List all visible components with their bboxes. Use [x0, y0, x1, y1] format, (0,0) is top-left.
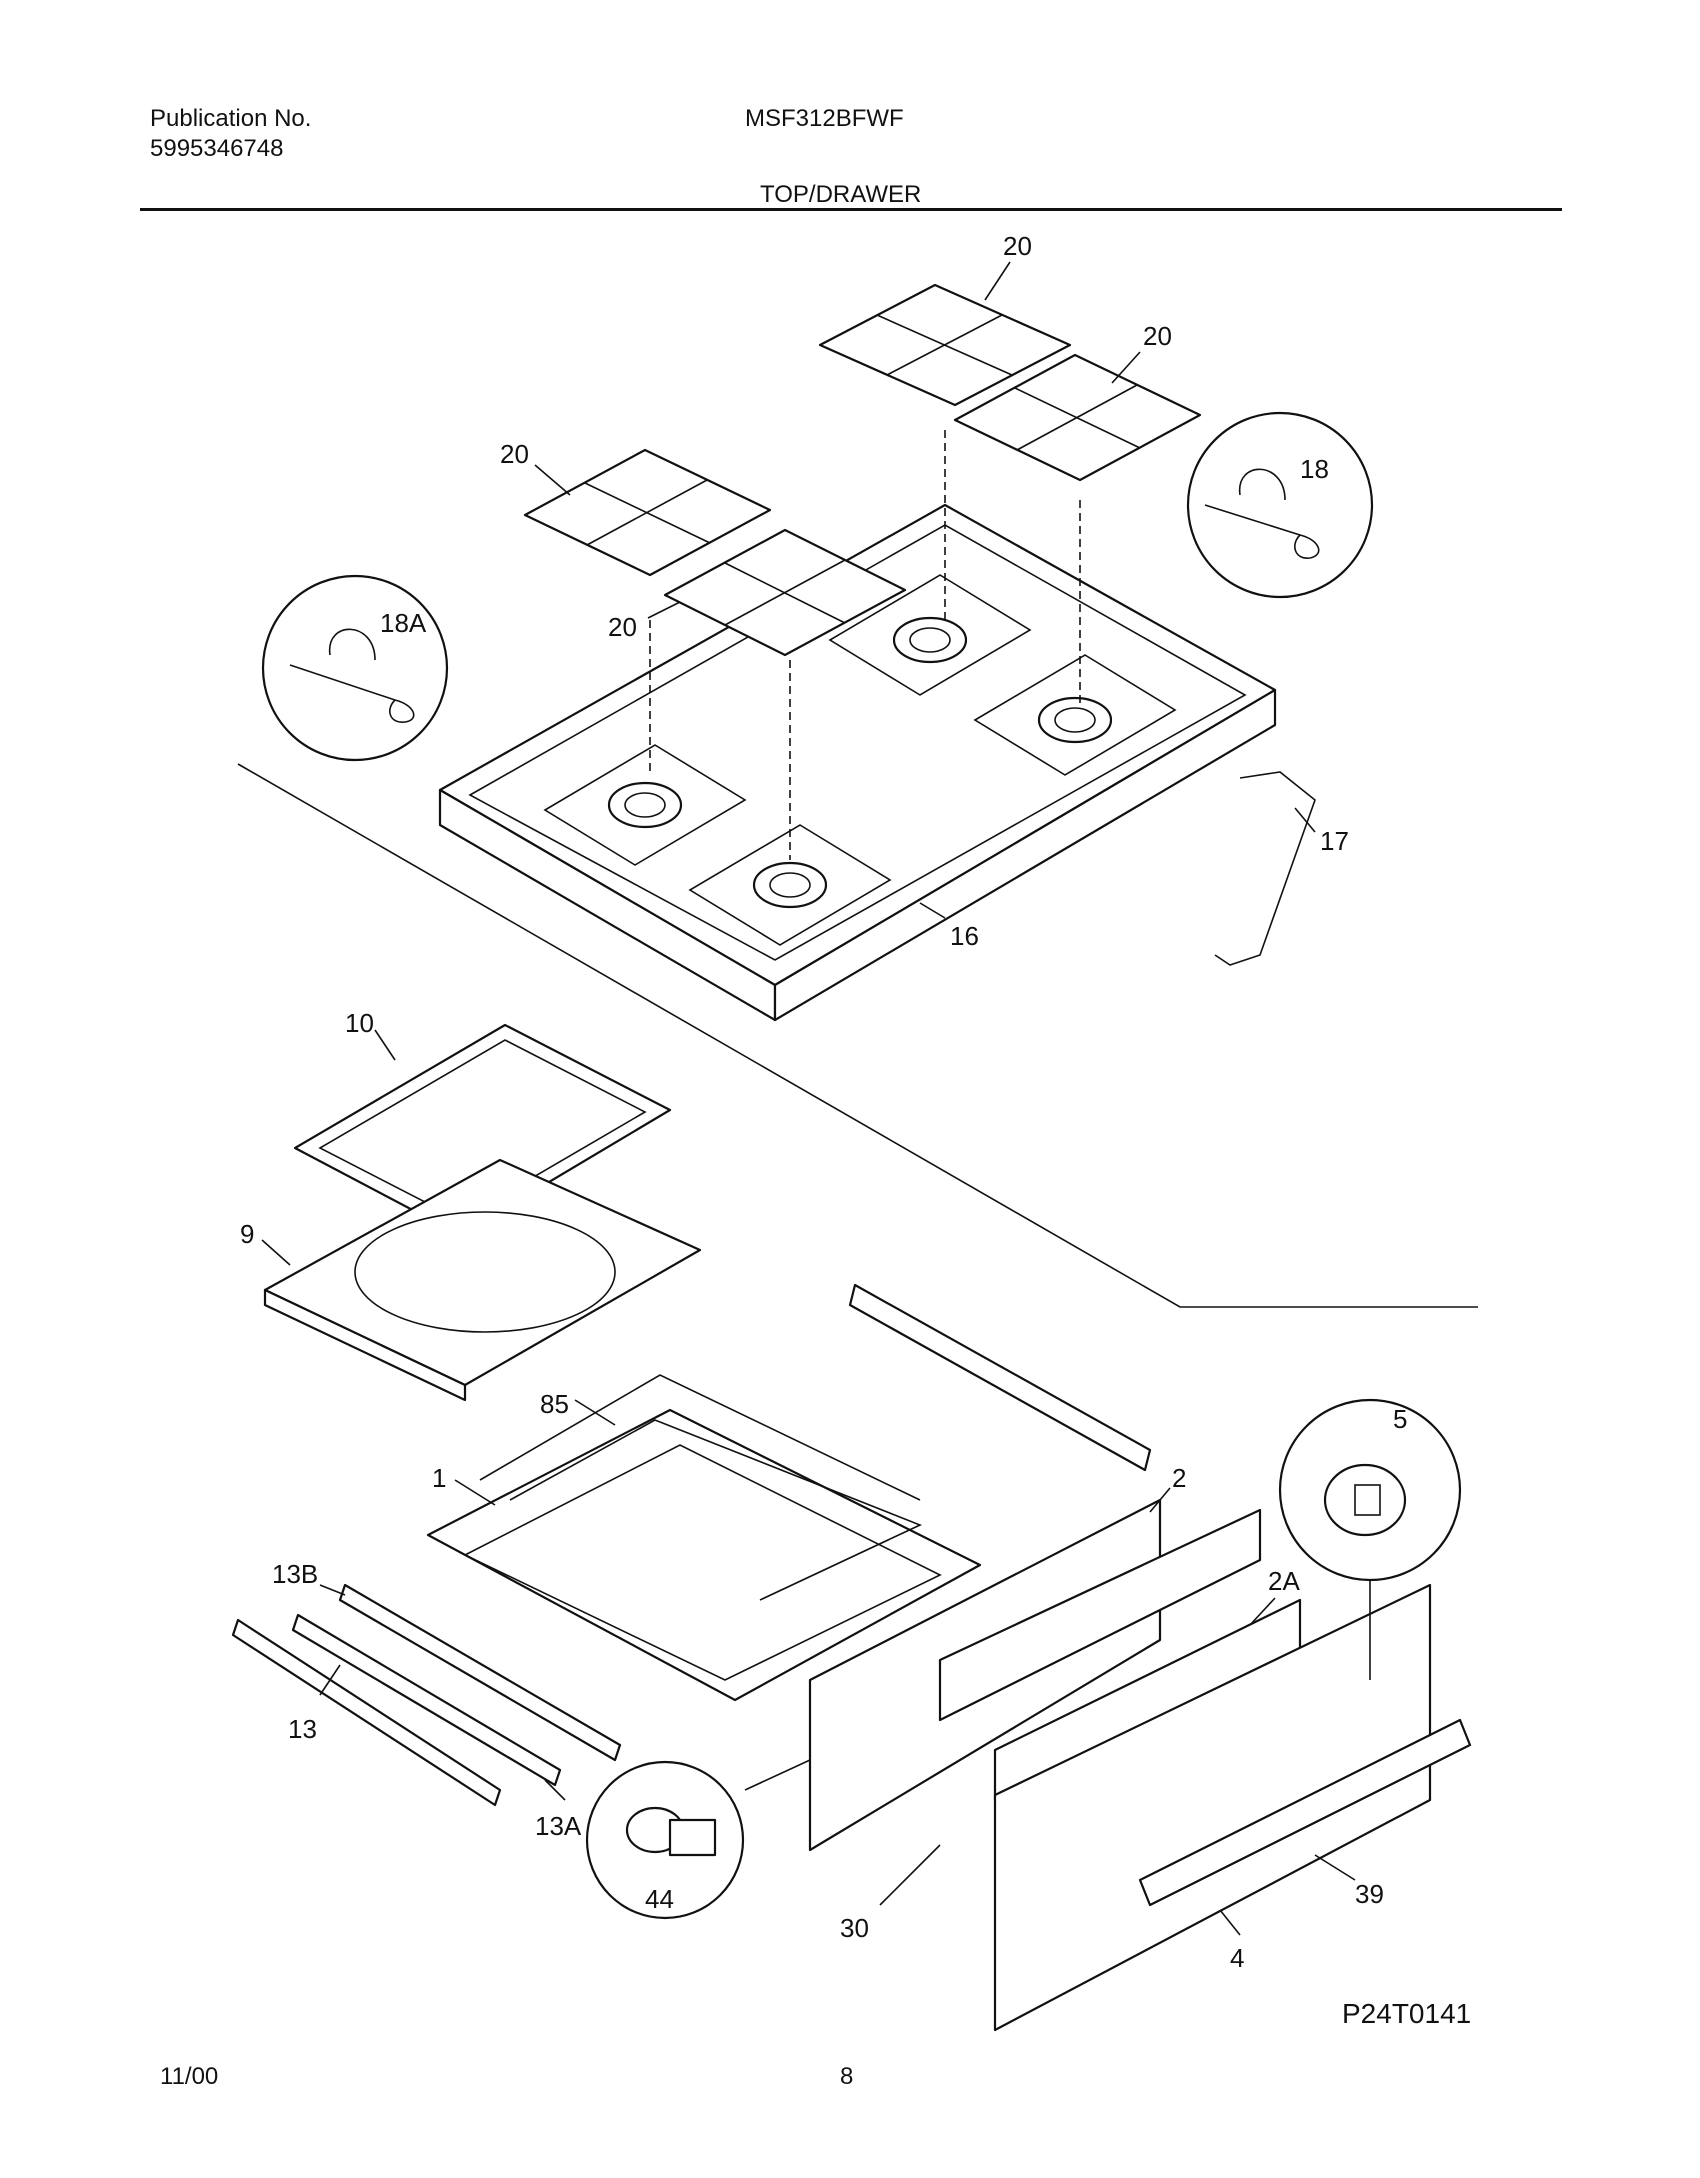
footer-date: 11/00	[160, 2063, 219, 2090]
drawer-liner-part	[938, 1508, 1262, 1722]
slide-13b-part	[338, 1583, 622, 1762]
callout-grate-d: 20	[608, 612, 637, 642]
foot-detail	[585, 1760, 745, 1920]
hinge-detail-left	[261, 574, 449, 762]
callout-broiler-pan: 9	[240, 1219, 254, 1249]
grate-part-d	[663, 528, 907, 657]
callout-handle: 39	[1355, 1879, 1384, 1909]
handle-part	[1138, 1718, 1472, 1907]
hinge-detail-right	[1186, 411, 1374, 599]
header-divider	[140, 208, 1562, 211]
callout-drawer-side: 2	[1172, 1463, 1186, 1493]
callout-drawer-body: 1	[432, 1463, 446, 1493]
publication-label: Publication No.	[150, 105, 312, 132]
grate-part-a	[818, 283, 1072, 407]
broiler-pan-part	[263, 1158, 702, 1402]
callout-cooktop: 16	[950, 921, 979, 951]
callout-hinge-left: 18A	[380, 608, 427, 638]
callout-broiler-grid: 10	[345, 1008, 374, 1038]
slide-13-part	[231, 1618, 502, 1807]
callout-grate-a: 20	[1003, 231, 1032, 261]
callout-hinge-right: 18	[1300, 454, 1329, 484]
drawer-front-part	[993, 1583, 1432, 2032]
grate-part-c	[523, 448, 772, 577]
callout-knob-detail: 5	[1393, 1404, 1407, 1434]
callout-foot: 44	[645, 1884, 674, 1914]
knob-detail	[1278, 1398, 1462, 1582]
callout-slide-13: 13	[288, 1714, 317, 1744]
publication-number: 5995346748	[150, 135, 284, 162]
section-title: TOP/DRAWER	[760, 181, 922, 208]
model-number: MSF312BFWF	[745, 105, 904, 132]
callout-drawer-liner: 2A	[1268, 1566, 1300, 1596]
grate-part-b	[953, 353, 1202, 482]
cooktop-part	[438, 503, 1277, 1022]
callout-drawer-seal: 30	[840, 1913, 869, 1943]
callout-prop-rod: 17	[1320, 826, 1349, 856]
leader-lines	[261, 261, 1356, 1936]
callout-slide-13a: 13A	[535, 1811, 582, 1841]
callout-grate-b: 20	[1143, 321, 1172, 351]
page-number: 8	[840, 2063, 854, 2090]
prop-rod-part	[1214, 771, 1316, 966]
callout-slide-13b: 13B	[272, 1559, 318, 1589]
callout-grate-c: 20	[500, 439, 529, 469]
slide-13a-part	[291, 1613, 562, 1787]
drawer-body-part	[426, 1374, 982, 1702]
diagram-code: P24T0141	[1342, 1998, 1472, 2029]
callout-drawer-front: 4	[1230, 1943, 1244, 1973]
separator-line	[237, 763, 1478, 1308]
rack-part	[479, 1374, 921, 1501]
broiler-grid-part	[293, 1023, 672, 1237]
callout-rack: 85	[540, 1389, 569, 1419]
upper-rail-part	[848, 1283, 1152, 1472]
